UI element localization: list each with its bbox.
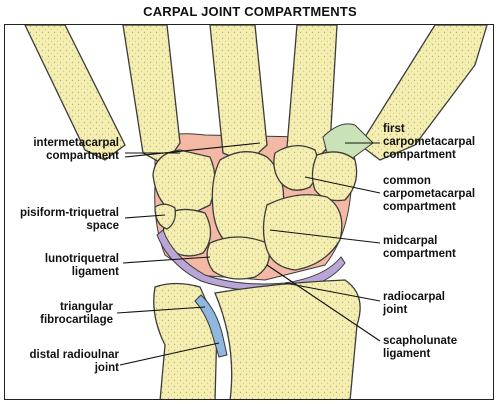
leader-radiocarpal [284, 282, 381, 302]
leader-midcarpal [269, 229, 381, 244]
leader-common-cmc [304, 176, 381, 194]
metacarpal-2-texture [287, 25, 337, 163]
diagram-frame: intermetacarpal compartment pisiform-tri… [4, 24, 494, 400]
radius-texture [215, 280, 360, 399]
label-pisiform-triquetral: pisiform-triquetral space [19, 207, 119, 232]
label-common-cmc: common carpometacarpal compartment [383, 175, 476, 213]
label-lunotriquetral: lunotriquetral ligament [44, 253, 119, 278]
scaphoid-texture [263, 194, 342, 270]
label-distal-radioulnar: distal radioulnar joint [29, 349, 119, 374]
druj-space [194, 294, 228, 358]
leader-pisiform-triquetral [124, 214, 166, 219]
label-tfcc: triangular fibrocartilage [40, 301, 113, 326]
carpal-illustration [24, 25, 488, 399]
diagram-title: CARPAL JOINT COMPARTMENTS [143, 4, 357, 19]
trapezium-texture [312, 151, 357, 201]
pisiform-texture [155, 204, 176, 229]
label-midcarpal: midcarpal compartment [383, 235, 456, 260]
metacarpal-5-texture [25, 25, 125, 160]
hamate-texture [153, 150, 215, 217]
label-scapholunate: scapholunate ligament [383, 335, 458, 360]
leader-scapholunate [266, 264, 381, 342]
ulna-texture [153, 283, 217, 399]
leader-lines [116, 142, 381, 366]
trapezoid-texture [273, 145, 319, 191]
lunotriquetral-band [156, 229, 346, 292]
first-cmc-space [322, 123, 374, 161]
metacarpal-4-texture [123, 25, 180, 165]
label-first-cmc: first carpometacarpal compartment [383, 123, 476, 161]
triquetrum-texture [163, 209, 211, 256]
metacarpal-3-texture [210, 25, 267, 163]
label-radiocarpal: radiocarpal joint [383, 291, 445, 316]
leader-tfcc [116, 306, 206, 314]
label-intermetacarpal: intermetacarpal compartment [33, 137, 119, 162]
leader-intermetacarpal-2 [124, 142, 261, 158]
metacarpal-1-texture [360, 25, 487, 160]
lunate-texture [207, 237, 270, 279]
leader-lunotriquetral [122, 256, 211, 264]
leader-druj [119, 342, 220, 366]
